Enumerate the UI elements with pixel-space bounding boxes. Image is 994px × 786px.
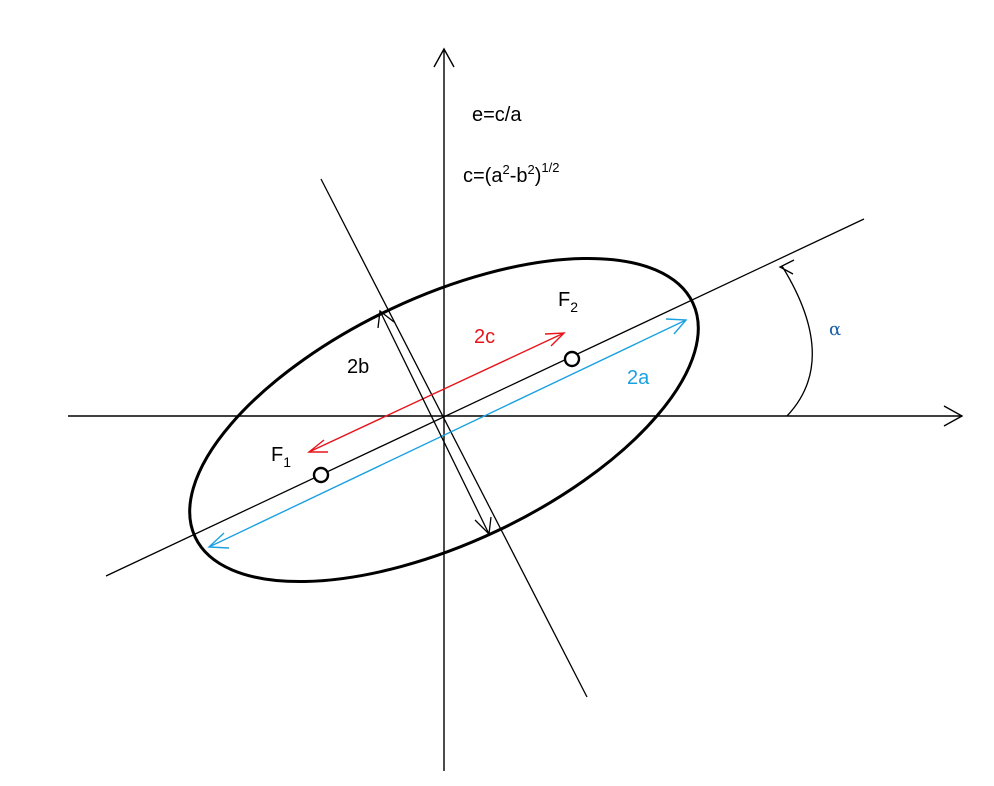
arrowhead-icon xyxy=(207,532,230,549)
minor-axis-label: 2b xyxy=(347,356,369,378)
arrowhead-icon xyxy=(307,439,328,453)
x-axis xyxy=(68,405,964,427)
minor-axis-line xyxy=(320,178,588,698)
angle-alpha-arc xyxy=(778,259,813,417)
focus-1-label: F1 xyxy=(271,444,291,470)
focal-distance-label: 2c xyxy=(474,326,495,348)
arrowhead-icon xyxy=(544,332,566,347)
c-formula: c=(a2-b2)1/2 xyxy=(463,160,559,187)
angle-alpha-label: α xyxy=(829,319,841,340)
y-axis-arrowhead-icon xyxy=(433,47,455,68)
focal-distance-arrow xyxy=(307,332,566,453)
arrowhead-icon xyxy=(778,259,795,275)
focus-1-point xyxy=(312,466,330,484)
focus-2-point xyxy=(563,350,581,368)
ellipse xyxy=(188,256,700,584)
y-axis xyxy=(433,47,455,771)
arrowhead-icon xyxy=(377,309,395,329)
eccentricity-formula: e=c/a xyxy=(472,104,522,126)
arrowhead-icon xyxy=(474,516,492,536)
major-axis-label: 2a xyxy=(627,367,650,389)
arrowhead-icon xyxy=(665,318,688,335)
focus-2-label: F2 xyxy=(558,289,578,315)
minor-axis-length-arrow xyxy=(377,309,492,536)
x-axis-arrowhead-icon xyxy=(943,405,964,427)
major-axis-line xyxy=(105,218,865,577)
major-axis-length-arrow xyxy=(207,318,688,549)
